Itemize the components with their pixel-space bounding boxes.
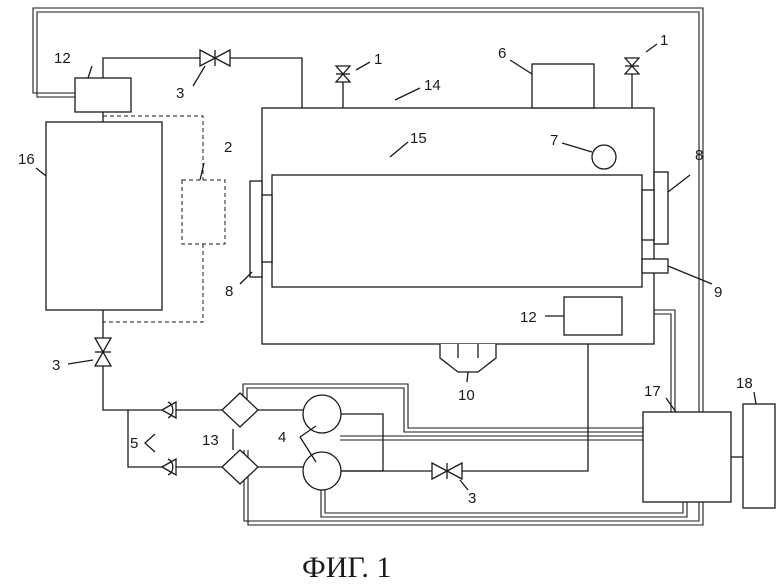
valve-top-right <box>625 58 639 108</box>
gas-sensor <box>75 78 131 112</box>
label-12-chamber: 12 <box>520 309 537 326</box>
label-2: 2 <box>224 139 232 156</box>
label-3-top: 3 <box>176 85 184 102</box>
label-17: 17 <box>644 383 661 400</box>
flange-left <box>250 181 272 277</box>
label-12-top: 12 <box>54 50 71 67</box>
pump-upper <box>303 395 341 433</box>
chamber-sensor <box>564 297 622 335</box>
dashed-unit <box>182 180 225 244</box>
label-10: 10 <box>458 387 475 404</box>
filter-upper <box>222 393 258 427</box>
valve-top <box>200 50 230 66</box>
label-18: 18 <box>736 375 753 392</box>
top-unit <box>532 64 594 108</box>
valve-top-left <box>336 66 350 108</box>
label-3-bottom: 3 <box>468 490 476 507</box>
label-13: 13 <box>202 432 219 449</box>
port <box>642 259 668 273</box>
controller <box>643 412 731 502</box>
label-8-right: 8 <box>695 147 703 164</box>
label-6: 6 <box>498 45 506 62</box>
check-valve-lower <box>162 459 223 475</box>
label-7: 7 <box>550 132 558 149</box>
label-8-left: 8 <box>225 283 233 300</box>
bottom-element <box>440 344 496 372</box>
label-1-left: 1 <box>374 51 382 68</box>
label-15: 15 <box>410 130 427 147</box>
filter-lower <box>222 450 258 484</box>
figure-caption: ФИГ. 1 <box>302 551 391 584</box>
pump-lower <box>303 452 341 490</box>
label-16: 16 <box>18 151 35 168</box>
element-circle <box>592 145 616 169</box>
label-9: 9 <box>714 284 722 301</box>
label-3-left: 3 <box>52 357 60 374</box>
check-valve-upper <box>162 402 223 418</box>
label-1-right: 1 <box>660 32 668 49</box>
label-14: 14 <box>424 77 441 94</box>
valve-left <box>95 338 111 366</box>
vessel <box>46 122 162 310</box>
inner-chamber <box>272 175 642 287</box>
label-4: 4 <box>278 429 286 446</box>
valve-bottom <box>432 463 462 479</box>
label-5: 5 <box>130 435 138 452</box>
computer <box>743 404 775 508</box>
